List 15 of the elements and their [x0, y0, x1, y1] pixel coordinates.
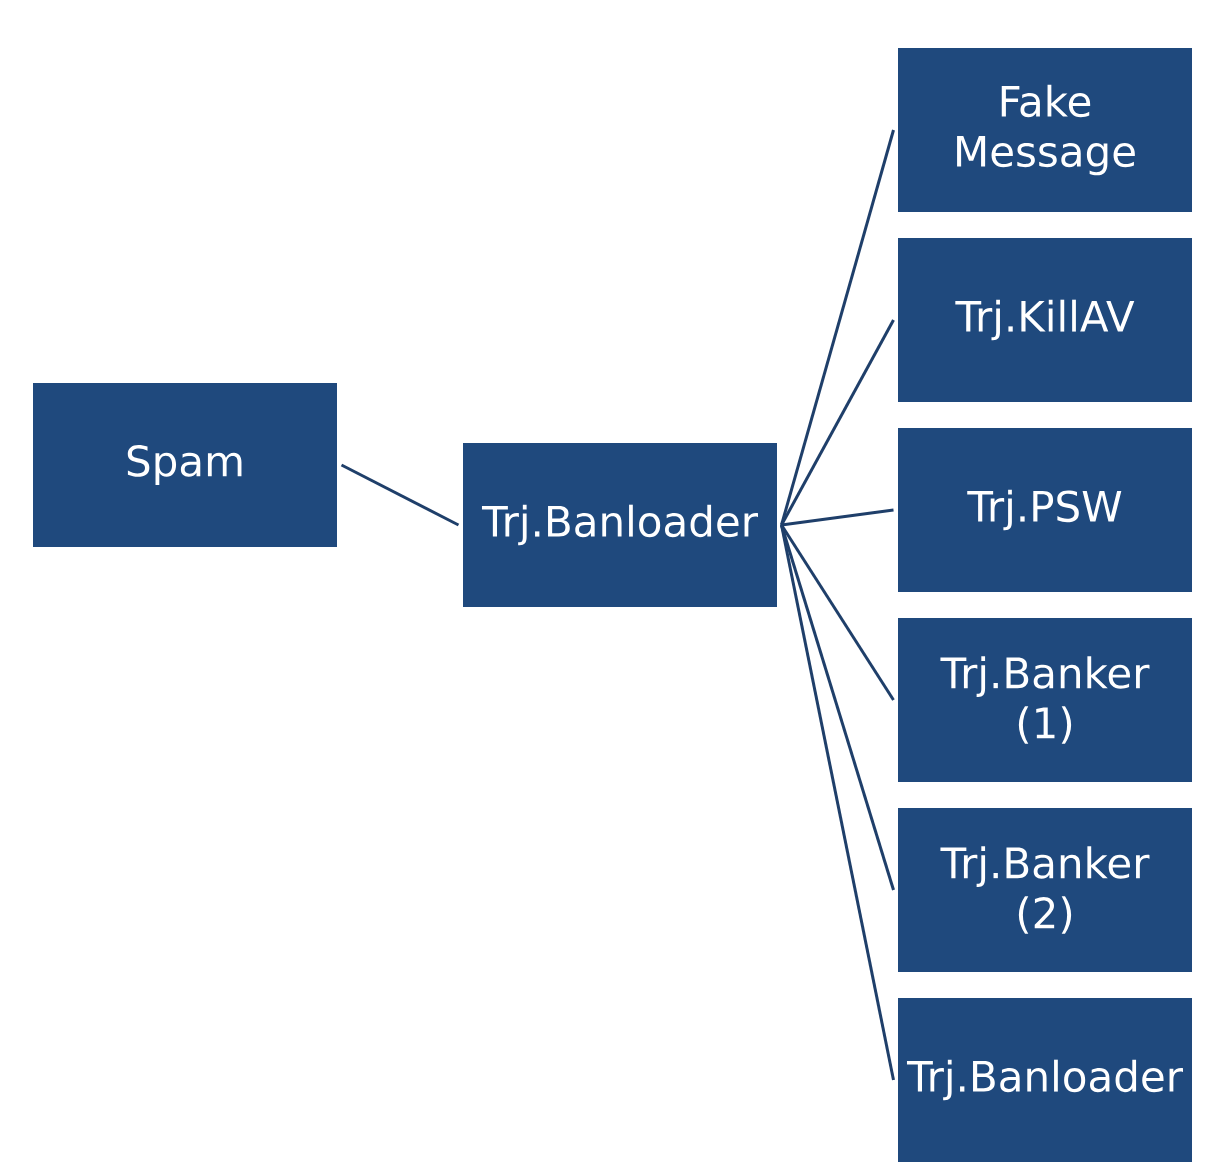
process-box: Fake Message	[892, 42, 1198, 218]
process-box: Trj.PSW	[892, 422, 1198, 598]
process-box: Trj.Banloader	[457, 437, 783, 613]
process-box: Trj.Banloader	[892, 992, 1198, 1168]
process-box: Spam	[27, 377, 343, 553]
connector-line	[780, 319, 895, 526]
connector-line	[781, 508, 894, 527]
connector-line	[780, 524, 895, 1081]
connector-line	[780, 129, 895, 526]
connector-line	[780, 524, 895, 701]
process-box: Trj.Banker (2)	[892, 802, 1198, 978]
connector-line	[780, 524, 895, 891]
connector-line	[340, 463, 460, 527]
process-box: Trj.Banker (1)	[892, 612, 1198, 788]
process-box: Trj.KillAV	[892, 232, 1198, 408]
